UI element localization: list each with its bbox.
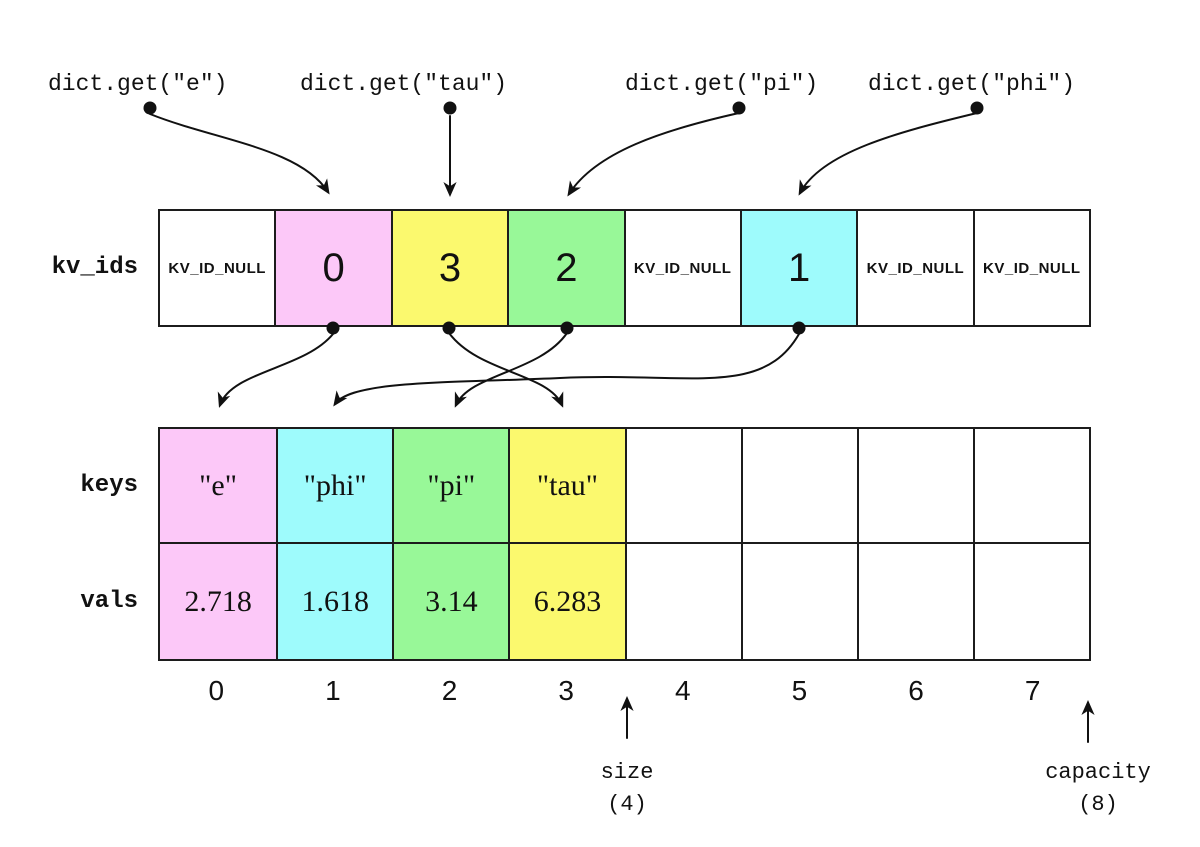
arrow-slot2-to-keys3 [448,332,564,408]
dot-query-phi [970,101,984,115]
kv-ids-cell-0: KV_ID_NULL [160,211,275,325]
keys-cell-7 [972,429,1089,544]
capacity-label: capacity [1045,760,1151,785]
kv-ids-cell-2: 3 [390,211,508,325]
query-label-phi: dict.get("phi") [868,71,1076,97]
index-label-0: 0 [208,675,225,706]
kv-ids-cell-5: 1 [739,211,857,325]
kv-ids-cell-4: KV_ID_NULL [623,211,740,325]
vals-cell-6 [856,544,973,659]
vals-cell-7 [972,544,1089,659]
vals-cell-3: 6.283 [508,544,625,659]
vals-cell-2: 3.14 [392,544,509,659]
keys-cell-5 [740,429,857,544]
query-label-e: dict.get("e") [48,71,228,97]
query-label-tau: dict.get("tau") [300,71,508,97]
dot-query-e [143,101,157,115]
dot-query-tau [443,101,457,115]
keys-cell-3: "tau" [508,429,625,544]
row-label-keys: keys [80,472,138,499]
row-label-kv-ids: kv_ids [51,254,138,281]
capacity-value: (8) [1078,792,1118,817]
vals-cell-0: 2.718 [160,544,277,659]
kv-ids-cell-7: KV_ID_NULL [972,211,1089,325]
keys-cell-2: "pi" [392,429,509,544]
kv-ids-cell-1: 0 [274,211,391,325]
kv-ids-cell-3: 2 [507,211,624,325]
arrow-get-phi-to-slot5 [798,112,978,196]
keys-vals-array: "e" "phi" "pi" "tau" 2.718 1.618 3.14 6.… [158,427,1091,661]
vals-cell-4 [624,544,741,659]
vals-cell-1: 1.618 [276,544,393,659]
keys-cell-0: "e" [160,429,277,544]
index-label-5: 5 [791,675,808,706]
index-label-2: 2 [441,675,458,706]
size-value: (4) [607,792,647,817]
keys-cell-6 [856,429,973,544]
vals-cell-5 [740,544,857,659]
keys-cell-1: "phi" [276,429,393,544]
kv-ids-cell-6: KV_ID_NULL [856,211,973,325]
dot-query-pi [732,101,746,115]
index-label-6: 6 [908,675,924,706]
index-label-1: 1 [325,675,341,706]
arrow-slot3-to-keys2 [454,332,568,408]
index-label-7: 7 [1024,675,1041,706]
arrow-get-e-to-slot1 [149,113,330,195]
kv-ids-array: KV_ID_NULL 0 3 2 KV_ID_NULL 1 KV_ID_NULL… [158,209,1091,327]
index-labels: 0 1 2 3 4 5 6 7 [158,676,1091,706]
row-label-vals: vals [80,588,138,615]
index-label-3: 3 [558,675,574,706]
size-label: size [600,760,654,785]
arrow-slot5-to-keys1 [333,333,800,407]
arrow-get-pi-to-slot3 [567,112,740,197]
query-label-pi: dict.get("pi") [625,71,819,97]
arrow-slot1-to-keys0 [217,333,334,408]
keys-cell-4 [624,429,741,544]
index-label-4: 4 [675,675,691,706]
